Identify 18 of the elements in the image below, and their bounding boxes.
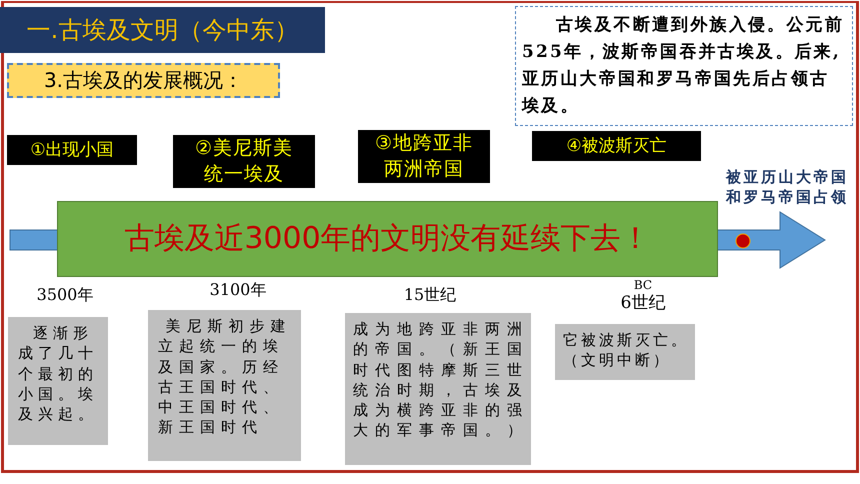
description-box: 逐渐形成了几十个最初的小国。埃及兴起。 [8, 317, 108, 445]
date-label: 15世纪 [402, 286, 458, 304]
summary-banner: 古埃及近3000年的文明没有延续下去！ [57, 201, 718, 277]
note-box: 古埃及不断遭到外族入侵。公元前525年，波斯帝国吞并古埃及。后来,亚历山大帝国和罗马帝国先后占领古埃及。 [515, 6, 853, 126]
date-label: 3100年 [208, 281, 268, 299]
stage-label: ②美尼斯美统一埃及 [173, 135, 315, 188]
title-banner: 一.古埃及文明（今中东） [0, 7, 325, 53]
description-box: 美尼斯初步建立起统一的埃及国家。历经古王国时代、中王国时代、新王国时代 [148, 310, 301, 461]
stage-label: ①出现小国 [7, 135, 137, 165]
description-box: 它被波斯灭亡。（文明中断） [555, 324, 695, 380]
description-box: 成为地跨亚非两洲的帝国。（新王国时代图特摩斯三世统治时期，古埃及成为横跨亚非的强大的军事帝国。） [345, 313, 531, 465]
stage-label: ③地跨亚非两洲帝国 [358, 130, 490, 183]
subtitle-box: 3.古埃及的发展概况： [7, 63, 280, 98]
side-note: 被亚历山大帝国和罗马帝国占领 [720, 164, 854, 210]
date-label: 6世纪 [620, 294, 666, 313]
date-label: BC [632, 279, 654, 292]
stage-label: ④被波斯灭亡 [532, 131, 701, 161]
date-label: 3500年 [36, 286, 94, 304]
